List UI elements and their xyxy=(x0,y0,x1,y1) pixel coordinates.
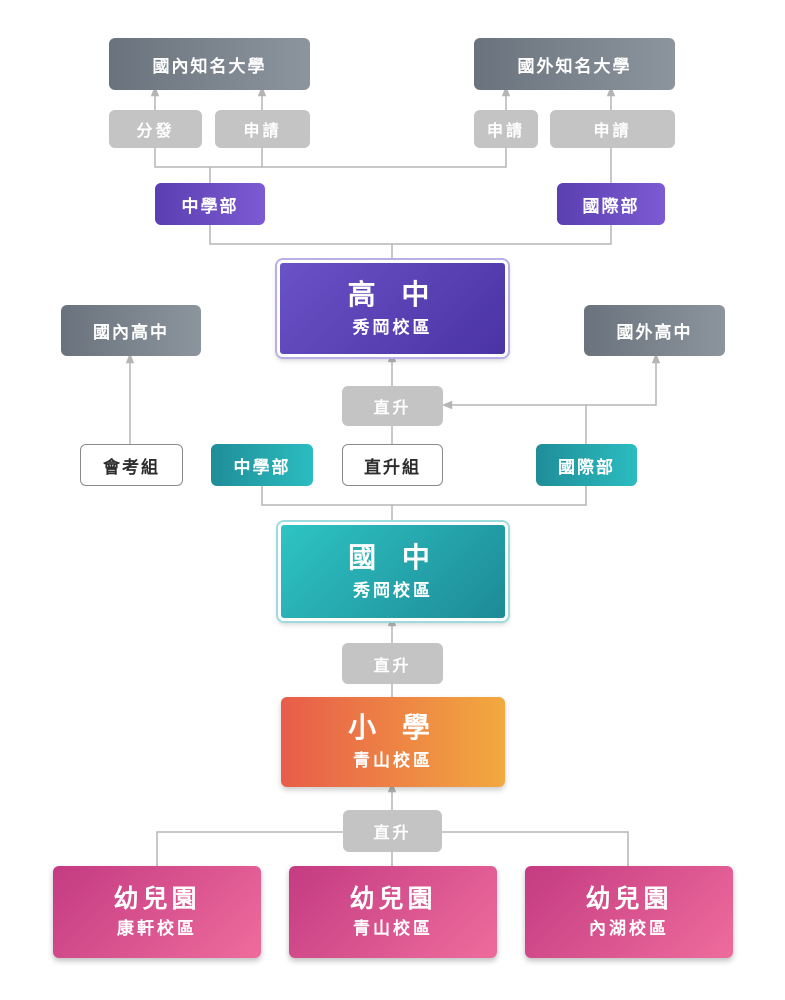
kindergarten-node: 幼兒園 康軒校區 xyxy=(53,866,261,958)
kindergarten-campus: 內湖校區 xyxy=(589,919,669,939)
jhs-secondary-division-node: 中學部 xyxy=(211,444,313,486)
apply-overseas-label-1: 申請 xyxy=(486,121,525,140)
apply-overseas-label-2: 申請 xyxy=(593,121,632,140)
hs-secondary-division-node: 中學部 xyxy=(155,183,265,225)
kindergarten-campus: 青山校區 xyxy=(353,919,433,939)
domestic-hs-label: 國內高中 xyxy=(93,323,169,343)
domestic-university-node: 國內知名大學 xyxy=(109,38,310,90)
apply-overseas-node-1: 申請 xyxy=(474,110,538,148)
jhs-international-division-node: 國際部 xyxy=(536,444,637,486)
connector-kg3 xyxy=(442,831,629,866)
high-school-node: 高 中 秀岡校區 xyxy=(277,260,508,357)
direct-promotion-hs-node: 直升 xyxy=(342,386,443,426)
domestic-university-label: 國內知名大學 xyxy=(152,56,267,77)
overseas-hs-node: 國外高中 xyxy=(584,305,725,356)
direct-promotion-jhs-label: 直升 xyxy=(373,655,412,675)
arrow-intl-to-direct xyxy=(441,400,587,444)
overseas-hs-label: 國外高中 xyxy=(616,323,693,343)
jhs-international-division-label: 國際部 xyxy=(558,457,615,478)
kindergarten-title: 幼兒園 xyxy=(113,884,201,913)
direct-promotion-elem-node: 直升 xyxy=(343,810,442,852)
connector-paths xyxy=(154,148,507,168)
high-school-campus: 秀岡校區 xyxy=(352,317,433,338)
arrow-to-overseas-hs xyxy=(586,352,661,406)
apply-domestic-label: 申請 xyxy=(243,121,282,140)
kindergarten-node: 幼兒園 內湖校區 xyxy=(525,866,733,958)
allocation-label: 分發 xyxy=(136,121,175,140)
kindergarten-node: 幼兒園 青山校區 xyxy=(289,866,497,958)
jhs-secondary-division-label: 中學部 xyxy=(233,457,291,478)
kindergarten-title: 幼兒園 xyxy=(585,884,673,913)
direct-group-label: 直升組 xyxy=(364,457,421,478)
connector-groups xyxy=(261,486,587,506)
direct-promotion-elem-label: 直升 xyxy=(373,823,412,842)
direct-group-node: 直升組 xyxy=(342,444,443,486)
junior-high-node: 國 中 秀岡校區 xyxy=(278,522,508,621)
hs-secondary-division-label: 中學部 xyxy=(181,196,239,217)
overseas-university-node: 國外知名大學 xyxy=(474,38,675,90)
elementary-campus: 青山校區 xyxy=(353,751,433,771)
exam-group-label: 會考組 xyxy=(103,457,160,478)
elementary-title: 小 學 xyxy=(348,711,438,744)
high-school-title: 高 中 xyxy=(347,277,438,311)
overseas-university-label: 國外知名大學 xyxy=(517,56,632,77)
exam-group-node: 會考組 xyxy=(80,444,183,486)
junior-high-campus: 秀岡校區 xyxy=(353,580,433,601)
connector-hs-divisions xyxy=(209,225,612,245)
apply-domestic-node: 申請 xyxy=(215,110,310,148)
elementary-node: 小 學 青山校區 xyxy=(281,697,505,787)
connector-kg1 xyxy=(156,831,343,866)
direct-promotion-hs-label: 直升 xyxy=(373,398,412,417)
domestic-hs-node: 國內高中 xyxy=(61,305,201,356)
junior-high-title: 國 中 xyxy=(348,540,438,574)
apply-overseas-node-2: 申請 xyxy=(550,110,675,148)
hs-international-division-label: 國際部 xyxy=(582,196,640,217)
hs-international-division-node: 國際部 xyxy=(557,183,665,225)
kindergarten-title: 幼兒園 xyxy=(349,884,437,913)
allocation-node: 分發 xyxy=(109,110,202,148)
direct-promotion-jhs-node: 直升 xyxy=(342,643,443,684)
kindergarten-campus: 康軒校區 xyxy=(117,919,197,939)
